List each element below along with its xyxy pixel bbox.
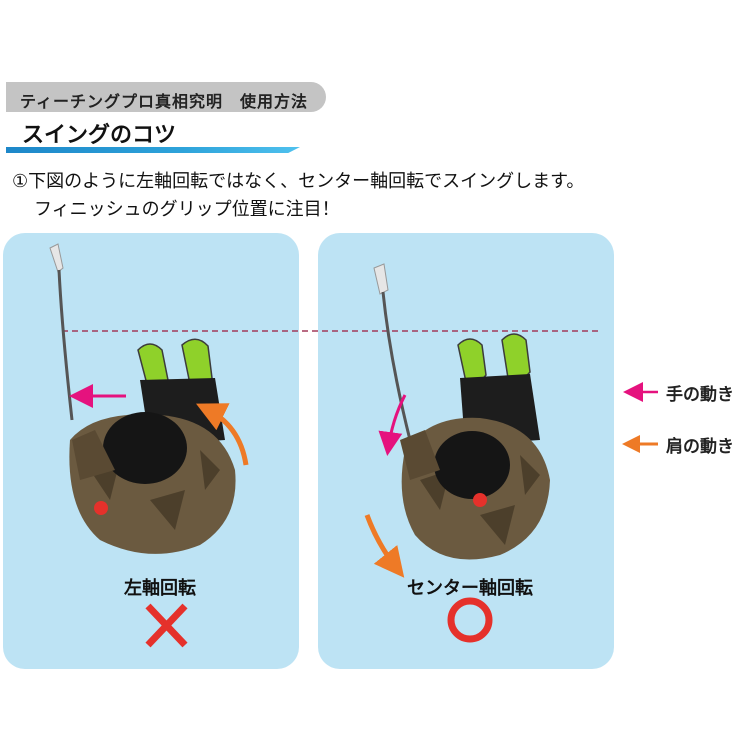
legend-shoulder-label: 肩の動き <box>666 437 734 457</box>
instruction-text: ①下図のように左軸回転ではなく、センター軸回転でスイングします。 フィニッシュの… <box>12 168 584 224</box>
left-golfer-figure <box>49 243 236 554</box>
cross-mark <box>145 603 188 648</box>
header-label: ティーチングプロ真相究明 使用方法 <box>20 92 309 111</box>
left-axis-label: 左軸回転 <box>124 578 196 599</box>
circle-mark <box>447 597 493 643</box>
left-shoulder-arrow <box>196 403 249 466</box>
left-camo-pattern <box>90 450 220 530</box>
instruction-line-2: フィニッシュのグリップ位置に注目！ <box>34 199 340 220</box>
right-camo-pattern <box>420 455 540 545</box>
right-club-head <box>373 263 389 295</box>
instruction-line-1: ①下図のように左軸回転ではなく、センター軸回転でスイングします。 <box>12 171 585 192</box>
right-head <box>434 431 510 499</box>
header-bar <box>6 82 326 112</box>
left-axis-dot <box>94 501 108 515</box>
left-arm <box>72 430 115 480</box>
center-axis-label: センター軸回転 <box>407 578 533 599</box>
section-title: スイングのコツ <box>22 123 177 148</box>
right-shoe-2 <box>501 333 531 381</box>
right-club-shaft <box>381 291 412 441</box>
legend-hand-label: 手の動き <box>666 385 734 405</box>
right-shoe-1 <box>457 338 487 384</box>
right-axis-dot <box>473 493 487 507</box>
right-golfer-figure <box>373 263 550 560</box>
right-arm <box>400 430 440 480</box>
right-shoulder-arrow <box>364 514 405 578</box>
section-title-underline <box>6 147 300 153</box>
left-club-shaft <box>57 269 74 421</box>
left-head <box>103 412 187 484</box>
left-club-head <box>49 243 64 273</box>
right-hand-arrow <box>378 394 407 456</box>
